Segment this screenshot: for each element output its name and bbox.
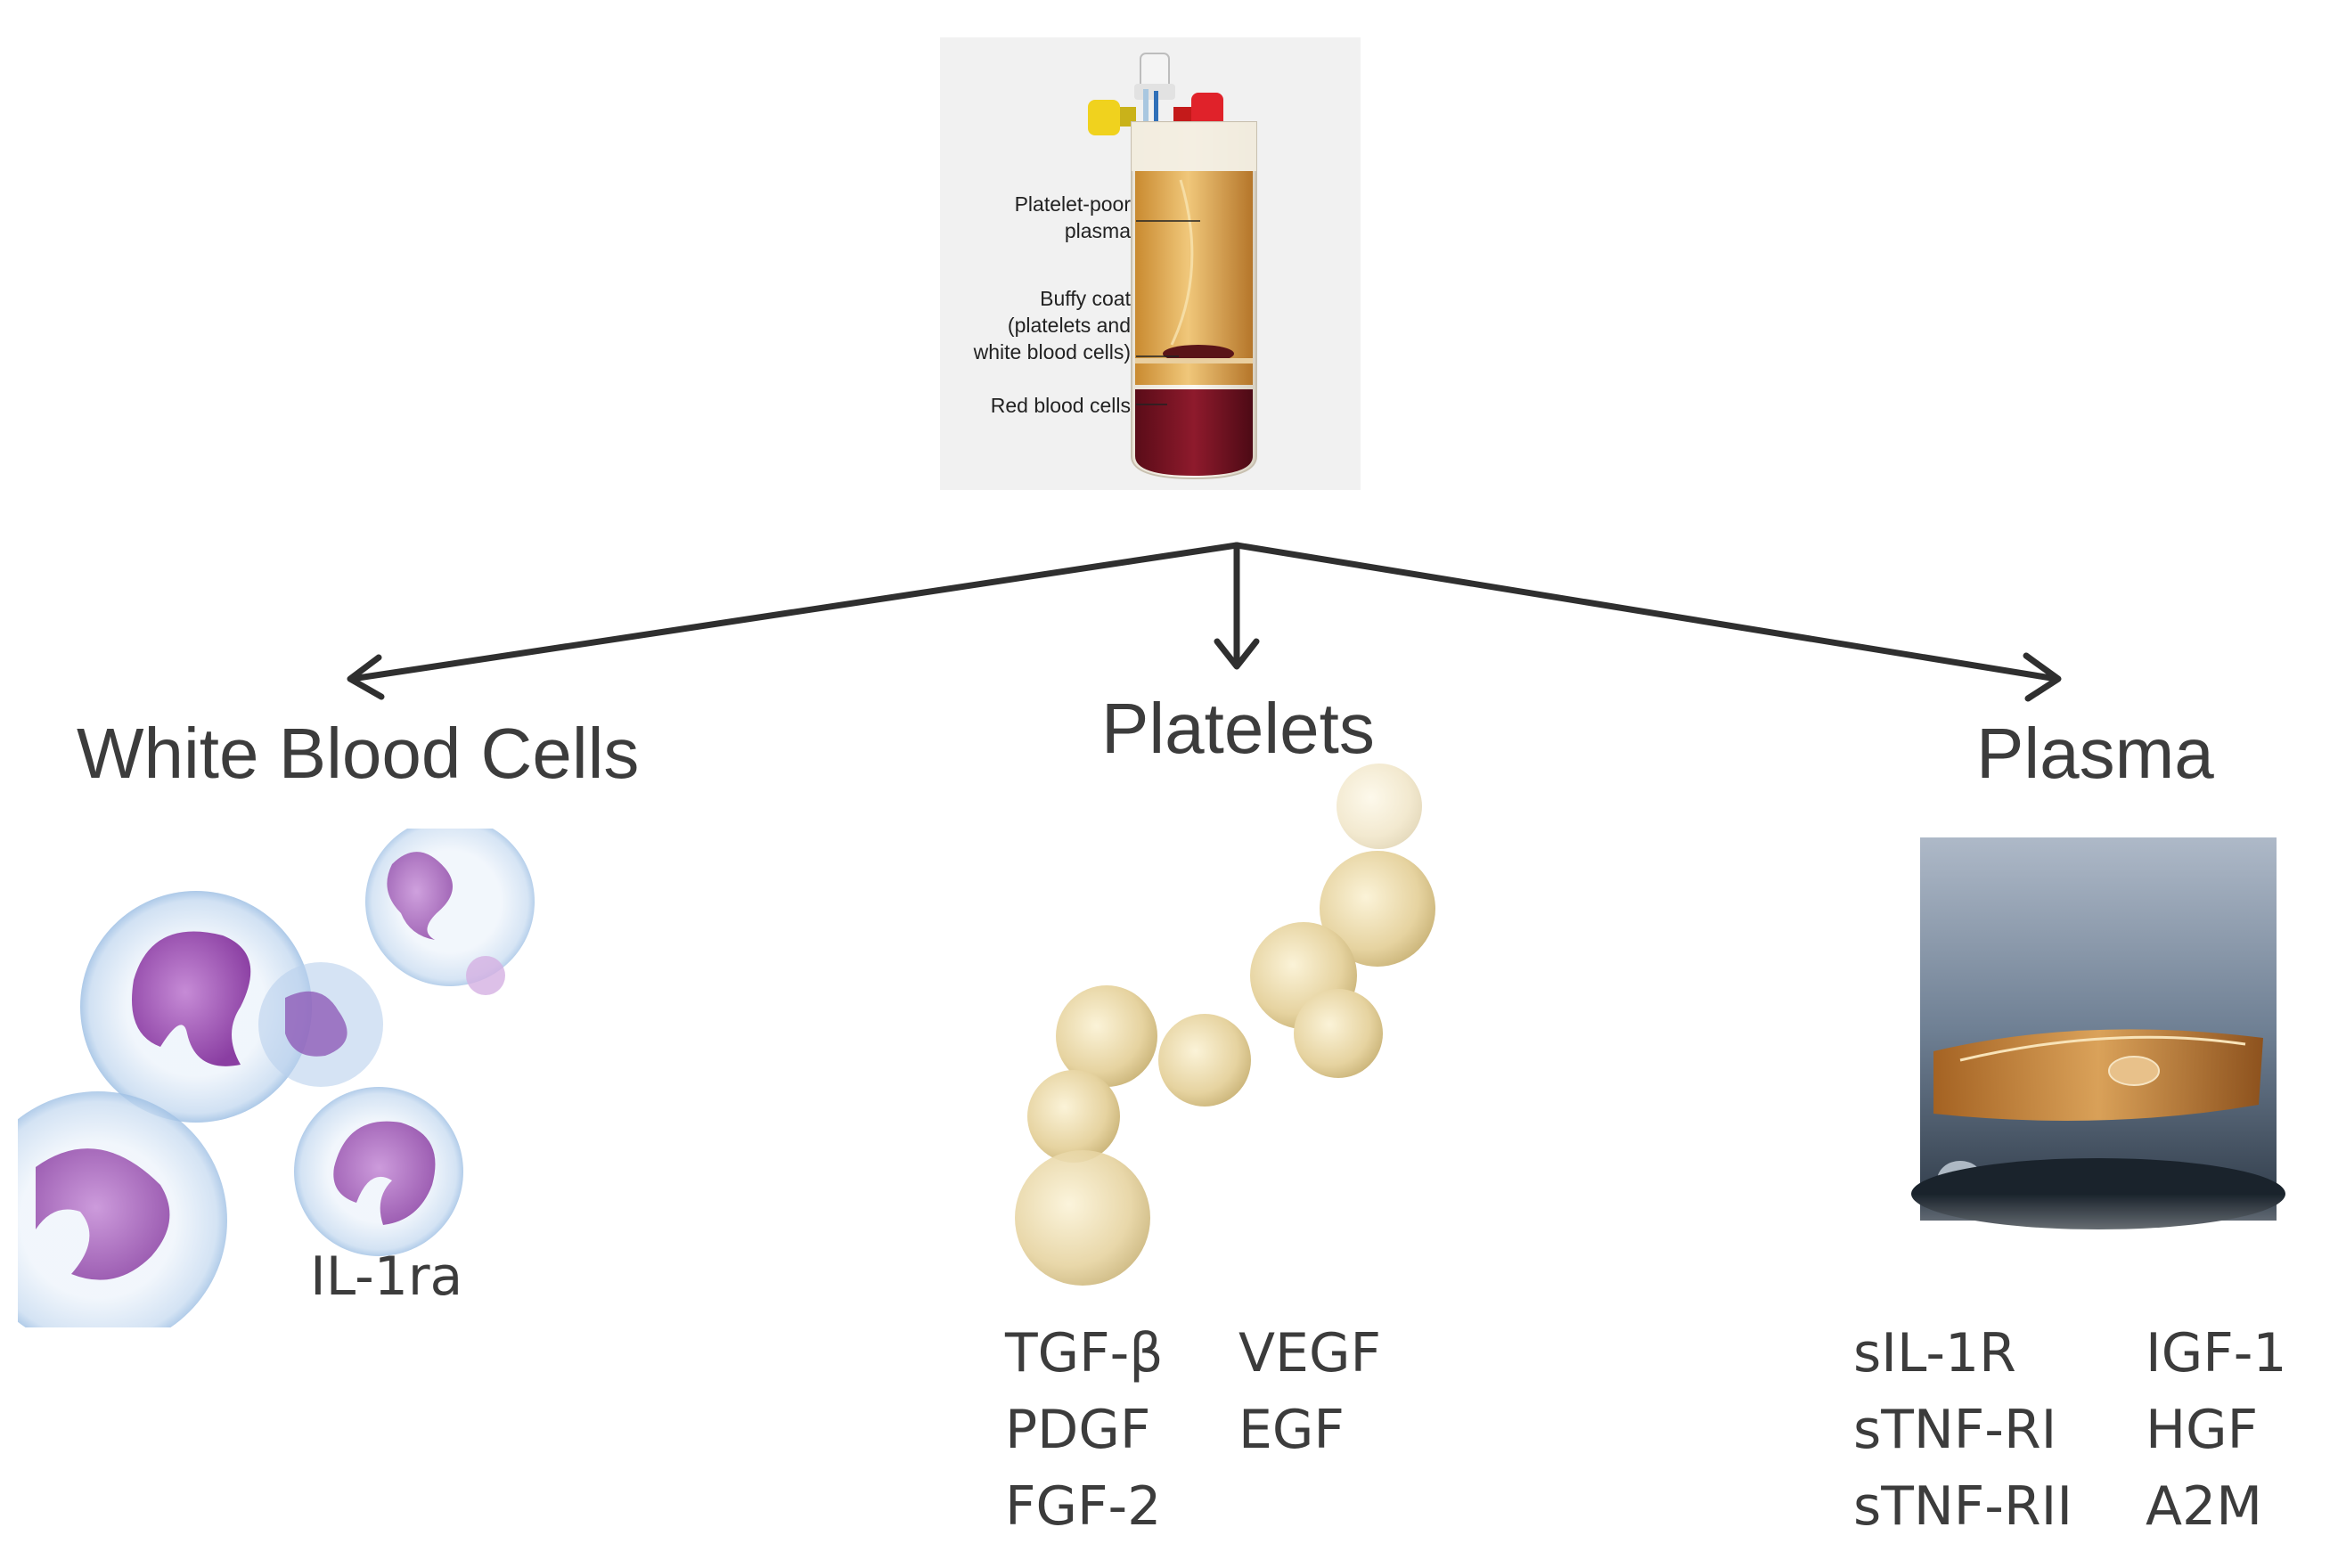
wbc-factor-il-1ra: IL-1ra: [310, 1245, 463, 1308]
centrifuge-tube-photo: Platelet-poor plasma Buffy coat (platele…: [940, 37, 1361, 490]
tube-illustration: [1088, 53, 1257, 480]
factor-item: HGF: [2146, 1399, 2259, 1461]
tube-label-line: Platelet-poor: [1014, 192, 1131, 216]
arrow-to-white-blood-cells: [348, 542, 1240, 682]
tube-label-red-blood-cells: Red blood cells: [990, 394, 1131, 417]
factor-item: EGF: [1238, 1399, 1345, 1461]
tube-label-line: (platelets and: [1007, 314, 1131, 337]
tube-label-line: white blood cells): [973, 340, 1131, 363]
heading-white-blood-cells: White Blood Cells: [77, 714, 640, 793]
plasma-factors-col1: sIL-1R sTNF-RI sTNF-RII: [1853, 1315, 2072, 1545]
factor-item: sTNF-RII: [1853, 1475, 2073, 1538]
tube-label-platelet-poor-plasma: Platelet-poor plasma: [1015, 191, 1131, 244]
factor-item: A2M: [2146, 1475, 2262, 1538]
factor-item: sIL-1R: [1853, 1322, 2016, 1384]
factor-item: sTNF-RI: [1853, 1399, 2057, 1461]
factor-item: IGF-1: [2146, 1322, 2287, 1384]
white-blood-cells-illustration: [18, 829, 535, 1327]
heading-platelets: Platelets: [1101, 689, 1375, 768]
factor-item: PDGF: [1005, 1399, 1151, 1461]
tube-label-buffy-coat: Buffy coat (platelets and white blood ce…: [974, 285, 1131, 365]
tube-label-line: Buffy coat: [1040, 287, 1131, 310]
arrowhead-white-blood-cells: [347, 654, 385, 700]
platelet-factors-col2: VEGF EGF: [1238, 1315, 1381, 1468]
factor-item: FGF-2: [1005, 1475, 1162, 1538]
tube-label-line: plasma: [1064, 219, 1131, 242]
heading-plasma: Plasma: [1976, 714, 2214, 793]
factor-item: VEGF: [1238, 1322, 1381, 1384]
plasma-beaker-photo: [1907, 837, 2299, 1301]
arrow-to-plasma: [1233, 542, 2060, 682]
plasma-factors-col2: IGF-1 HGF A2M: [2146, 1315, 2287, 1545]
arrowhead-platelets: [1214, 638, 1260, 670]
arrowhead-plasma: [2023, 652, 2062, 702]
platelet-factors-col1: TGF-β PDGF FGF-2: [1005, 1315, 1164, 1545]
platelets-illustration: [1015, 764, 1435, 1286]
factor-item: TGF-β: [1005, 1322, 1164, 1384]
